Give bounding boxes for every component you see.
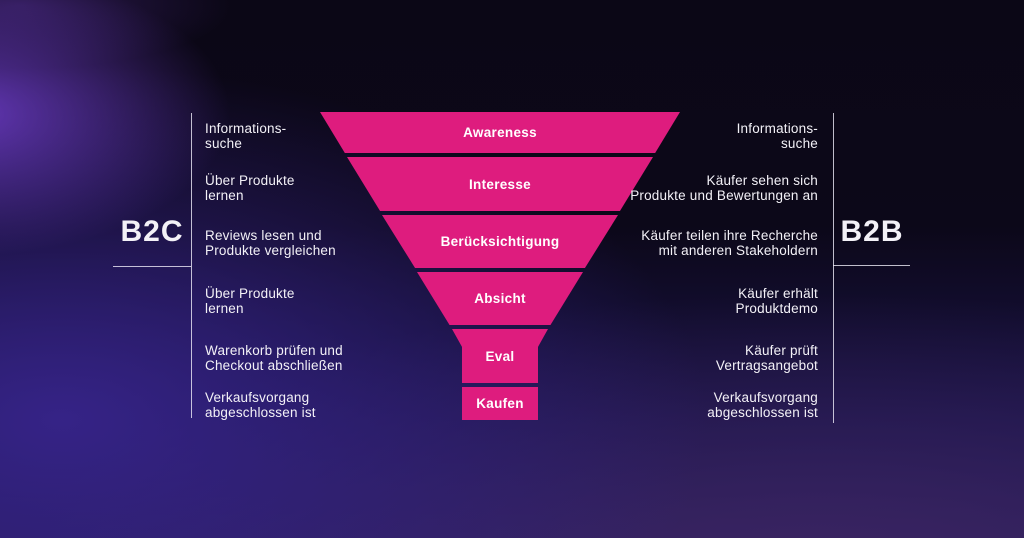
b2c-step-eval: Warenkorb prüfen und Checkout abschließe… <box>205 343 343 373</box>
b2b-step-kaufen: Verkaufsvorgang abgeschlossen ist <box>707 390 818 420</box>
funnel-diagram: Awareness Interesse Berücksichtigung Abs… <box>320 112 680 420</box>
b2b-divider-vertical <box>833 113 834 423</box>
b2b-step-absicht: Käufer erhält Produktdemo <box>735 286 818 316</box>
funnel-stage-awareness: Awareness <box>320 112 680 153</box>
b2b-step-interesse: Käufer sehen sich Produkte und Bewertung… <box>630 173 818 203</box>
b2b-title: B2B <box>840 215 904 248</box>
b2b-step-awareness: Informations- suche <box>736 121 818 151</box>
b2c-divider-horizontal <box>113 266 191 267</box>
funnel-stage-beruecksichtigung: Berücksichtigung <box>382 215 618 268</box>
funnel-stage-eval: Eval <box>452 329 548 383</box>
funnel-stage-kaufen: Kaufen <box>462 387 538 420</box>
b2c-step-absicht: Über Produkte lernen <box>205 286 295 316</box>
funnel-stage-label: Berücksichtigung <box>440 234 560 249</box>
funnel-stage-label: Kaufen <box>476 396 524 411</box>
funnel-stage-label: Interesse <box>469 176 531 192</box>
b2c-divider-vertical <box>191 113 192 418</box>
b2b-step-beruecksichtigung: Käufer teilen ihre Recherche mit anderen… <box>641 228 818 258</box>
b2c-step-beruecksichtigung: Reviews lesen und Produkte vergleichen <box>205 228 336 258</box>
funnel-stage-label: Eval <box>485 348 515 364</box>
b2b-divider-horizontal <box>833 265 910 266</box>
b2c-step-kaufen: Verkaufsvorgang abgeschlossen ist <box>205 390 316 420</box>
funnel-stage-label: Awareness <box>463 125 537 140</box>
b2c-step-interesse: Über Produkte lernen <box>205 173 295 203</box>
b2c-step-awareness: Informations- suche <box>205 121 287 151</box>
funnel-stage-interesse: Interesse <box>347 157 653 211</box>
b2c-title: B2C <box>120 215 184 248</box>
b2b-step-eval: Käufer prüft Vertragsangebot <box>715 343 818 373</box>
funnel-stage-absicht: Absicht <box>417 272 583 325</box>
funnel-stage-label: Absicht <box>474 291 526 306</box>
